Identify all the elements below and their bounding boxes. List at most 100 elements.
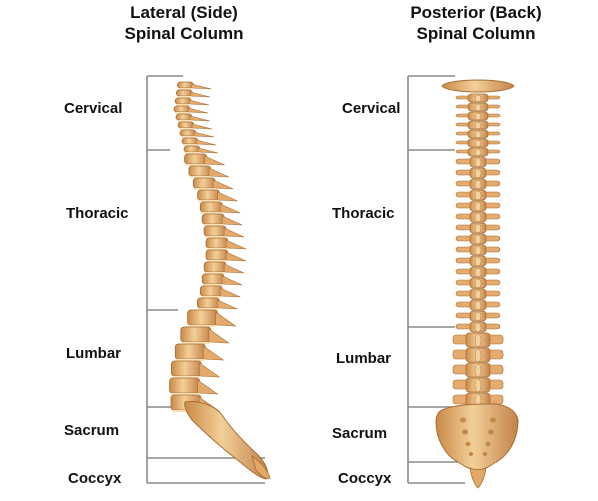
- intervertebral-disc: [176, 104, 191, 106]
- lateral-spinous-process: [219, 287, 241, 298]
- lateral-vertebra: [203, 261, 227, 273]
- posterior-spinous-process: [474, 348, 482, 363]
- lateral-vertebra: [187, 309, 219, 326]
- intervertebral-disc: [170, 393, 199, 395]
- intervertebral-disc: [201, 296, 222, 298]
- intervertebral-disc: [205, 236, 226, 238]
- posterior-spinous-process: [474, 179, 482, 190]
- intervertebral-disc: [194, 188, 215, 190]
- posterior-sacrum-shape: [435, 403, 519, 471]
- posterior-spinous-process: [474, 245, 482, 256]
- posterior-spinous-process: [474, 234, 482, 245]
- posterior-label-cervical: Cervical: [342, 100, 401, 117]
- intervertebral-disc: [189, 176, 210, 178]
- lateral-spinous-process: [208, 167, 230, 178]
- lateral-label-cervical: Cervical: [64, 100, 123, 117]
- sacral-foramina: [460, 417, 496, 456]
- lateral-spinous-process: [193, 131, 215, 138]
- lateral-title-line1: Lateral (Side): [130, 3, 238, 22]
- posterior-label-sacrum: Sacrum: [332, 425, 388, 442]
- lateral-spinous-process: [199, 362, 221, 378]
- posterior-label-thoracic: Thoracic: [332, 205, 395, 222]
- posterior-spinous-process: [474, 130, 482, 139]
- lateral-spinous-process: [197, 147, 219, 154]
- intervertebral-disc: [172, 376, 201, 378]
- lateral-vertebra: [201, 273, 225, 285]
- posterior-title-line2: Spinal Column: [416, 24, 536, 43]
- lateral-vertebra: [203, 225, 227, 237]
- lateral-label-sacrum: Sacrum: [64, 422, 120, 439]
- lateral-spinous-process: [191, 123, 213, 130]
- lateral-vertebra: [175, 89, 193, 97]
- posterior-spine-illustration: [441, 79, 515, 408]
- lateral-spinous-process: [217, 299, 238, 310]
- lateral-spinous-process: [221, 275, 243, 286]
- posterior-spinous-process: [474, 278, 482, 289]
- lateral-spinous-process: [219, 203, 241, 214]
- posterior-spinous-process: [474, 121, 482, 130]
- lateral-spinous-process: [221, 215, 243, 226]
- lateral-vertebra: [205, 249, 229, 261]
- lateral-vertebra: [174, 97, 192, 105]
- intervertebral-disc: [185, 152, 199, 154]
- lateral-vertebra: [180, 326, 212, 343]
- posterior-spinous-process: [474, 223, 482, 234]
- lateral-spinous-process: [204, 155, 225, 166]
- lateral-sacrum-shape: [184, 401, 269, 480]
- intervertebral-disc: [207, 248, 228, 250]
- lateral-label-lumbar: Lumbar: [66, 345, 122, 362]
- lateral-spinous-process: [197, 379, 219, 395]
- lateral-spinous-process: [215, 311, 237, 327]
- lateral-vertebra: [205, 237, 229, 249]
- intervertebral-disc: [201, 212, 222, 214]
- intervertebral-disc: [177, 120, 191, 122]
- posterior-spinous-process: [474, 322, 482, 333]
- posterior-spinous-process: [474, 148, 482, 157]
- intervertebral-disc: [205, 272, 226, 274]
- lateral-spinous-process: [191, 83, 212, 90]
- lateral-spinous-process: [208, 328, 230, 344]
- posterior-spinous-process: [474, 256, 482, 267]
- intervertebral-disc: [185, 164, 206, 166]
- lateral-bracket: [146, 75, 265, 484]
- posterior-spinous-process: [474, 311, 482, 322]
- lateral-spinous-process: [212, 179, 234, 190]
- lateral-vertebra: [175, 113, 193, 121]
- lateral-vertebra: [173, 105, 191, 113]
- lateral-spinous-process: [223, 263, 245, 274]
- lateral-coccyx-shape: [251, 454, 271, 479]
- intervertebral-disc: [188, 325, 217, 327]
- lateral-vertebra: [181, 137, 199, 145]
- lateral-vertebra: [201, 213, 225, 225]
- lateral-title-line2: Spinal Column: [124, 24, 244, 43]
- lateral-spinous-process: [195, 139, 217, 146]
- posterior-label-coccyx: Coccyx: [338, 470, 392, 487]
- intervertebral-disc: [176, 359, 205, 361]
- posterior-spinous-process: [474, 103, 482, 112]
- posterior-title-line1: Posterior (Back): [410, 3, 542, 22]
- posterior-spinous-process: [474, 267, 482, 278]
- intervertebral-disc: [203, 224, 224, 226]
- lateral-spine-illustration: [169, 81, 247, 412]
- posterior-spinous-process: [474, 157, 482, 168]
- lateral-vertebra: [177, 121, 195, 129]
- intervertebral-disc: [183, 144, 197, 146]
- lateral-vertebra: [169, 377, 200, 394]
- lateral-vertebra: [179, 129, 197, 137]
- lateral-vertebra: [183, 145, 201, 153]
- intervertebral-disc: [207, 260, 228, 262]
- intervertebral-disc: [181, 136, 195, 138]
- posterior-label-lumbar: Lumbar: [336, 350, 392, 367]
- intervertebral-disc: [178, 88, 193, 90]
- posterior-spinous-process: [474, 201, 482, 212]
- lateral-vertebra: [192, 177, 216, 189]
- lateral-vertebra: [184, 153, 208, 165]
- lateral-spinous-process: [187, 107, 209, 114]
- lateral-spinous-process: [225, 251, 247, 262]
- posterior-spinous-process: [474, 212, 482, 223]
- posterior-title: Posterior (Back) Spinal Column: [366, 2, 586, 44]
- lateral-vertebra: [196, 297, 220, 309]
- lateral-label-coccyx: Coccyx: [68, 470, 122, 487]
